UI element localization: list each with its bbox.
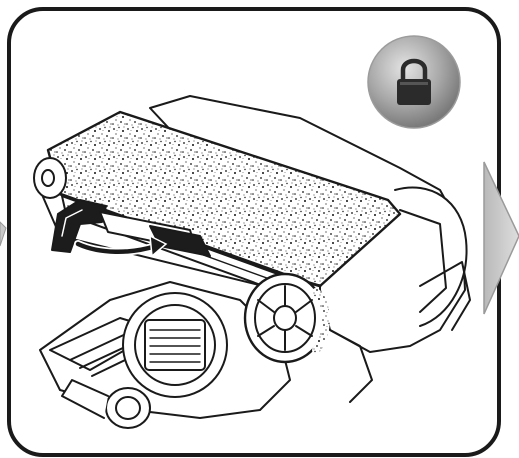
belt-sander-drawing [33,95,471,429]
curved-arrow-icon [74,234,168,258]
sander-rear-motor [394,186,468,327]
sander-rear-detail-1 [399,209,447,313]
rear-pulley-belt-grit [312,288,330,354]
panel-caption [0,0,1,1]
tension-lever-highlight [61,209,83,237]
lock-badge [367,35,461,129]
previous-arrow-fragment [0,221,7,247]
drive-wheel-window [144,319,206,371]
rear-pulley-spokes [257,285,313,351]
sander-rear-detail-3 [329,329,373,403]
padlock-locked-icon [397,58,431,105]
dust-port-tube [61,379,109,419]
dust-port-inner [115,396,141,420]
sander-rear-detail-2 [419,261,471,331]
front-roller-hub [41,169,55,187]
rear-pulley-hub [273,305,297,331]
drive-wheel-vents [149,329,201,363]
arrow-right-icon[interactable] [483,161,519,315]
